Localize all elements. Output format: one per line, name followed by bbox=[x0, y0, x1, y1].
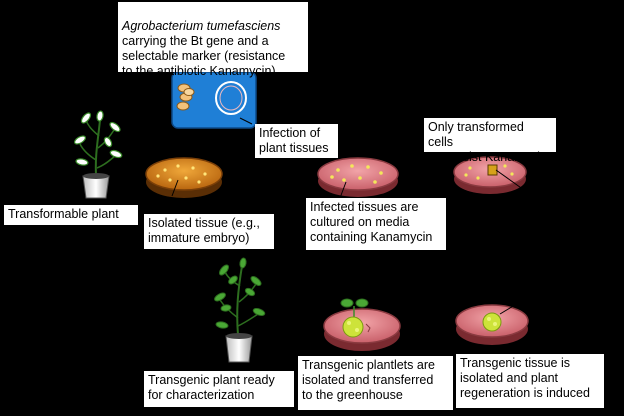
transgenic-tissue-label: Transgenic tissue is isolated and plant … bbox=[456, 354, 604, 408]
transformable-plant-label: Transformable plant bbox=[4, 205, 138, 225]
callus-icon bbox=[482, 312, 502, 332]
transformable-plant-icon bbox=[73, 110, 123, 199]
plantlet-icon bbox=[340, 298, 371, 338]
transgenic-plant-label: Transgenic plant ready for characterizat… bbox=[144, 371, 294, 407]
agrobacterium-species: Agrobacterium tumefasciens bbox=[122, 19, 281, 33]
transgenic-tissue-dish bbox=[455, 301, 529, 351]
agrobacterium-box bbox=[171, 71, 257, 129]
bacteria-cells-icon bbox=[176, 83, 195, 111]
plasmid-icon bbox=[215, 81, 247, 115]
transgenic-plant-icon bbox=[214, 257, 266, 363]
agrobacterium-description: carrying the Bt gene and a selectable ma… bbox=[122, 34, 286, 78]
infected-tissue-dish bbox=[317, 157, 399, 199]
transformed-cells-dish bbox=[453, 156, 527, 194]
isolated-tissue-label: Isolated tissue (e.g., immature embryo) bbox=[144, 214, 274, 249]
infection-label: Infection of plant tissues bbox=[255, 124, 338, 158]
transgenic-plantlets-dish bbox=[323, 298, 401, 351]
transgenic-plantlets-label: Transgenic plantlets are isolated and tr… bbox=[298, 356, 453, 410]
only-transformed-label: Only transformed cells can resist Kanamy… bbox=[424, 118, 556, 164]
infected-tissues-label: Infected tissues are cultured on media c… bbox=[306, 198, 446, 250]
isolated-tissue-dish bbox=[145, 157, 223, 198]
